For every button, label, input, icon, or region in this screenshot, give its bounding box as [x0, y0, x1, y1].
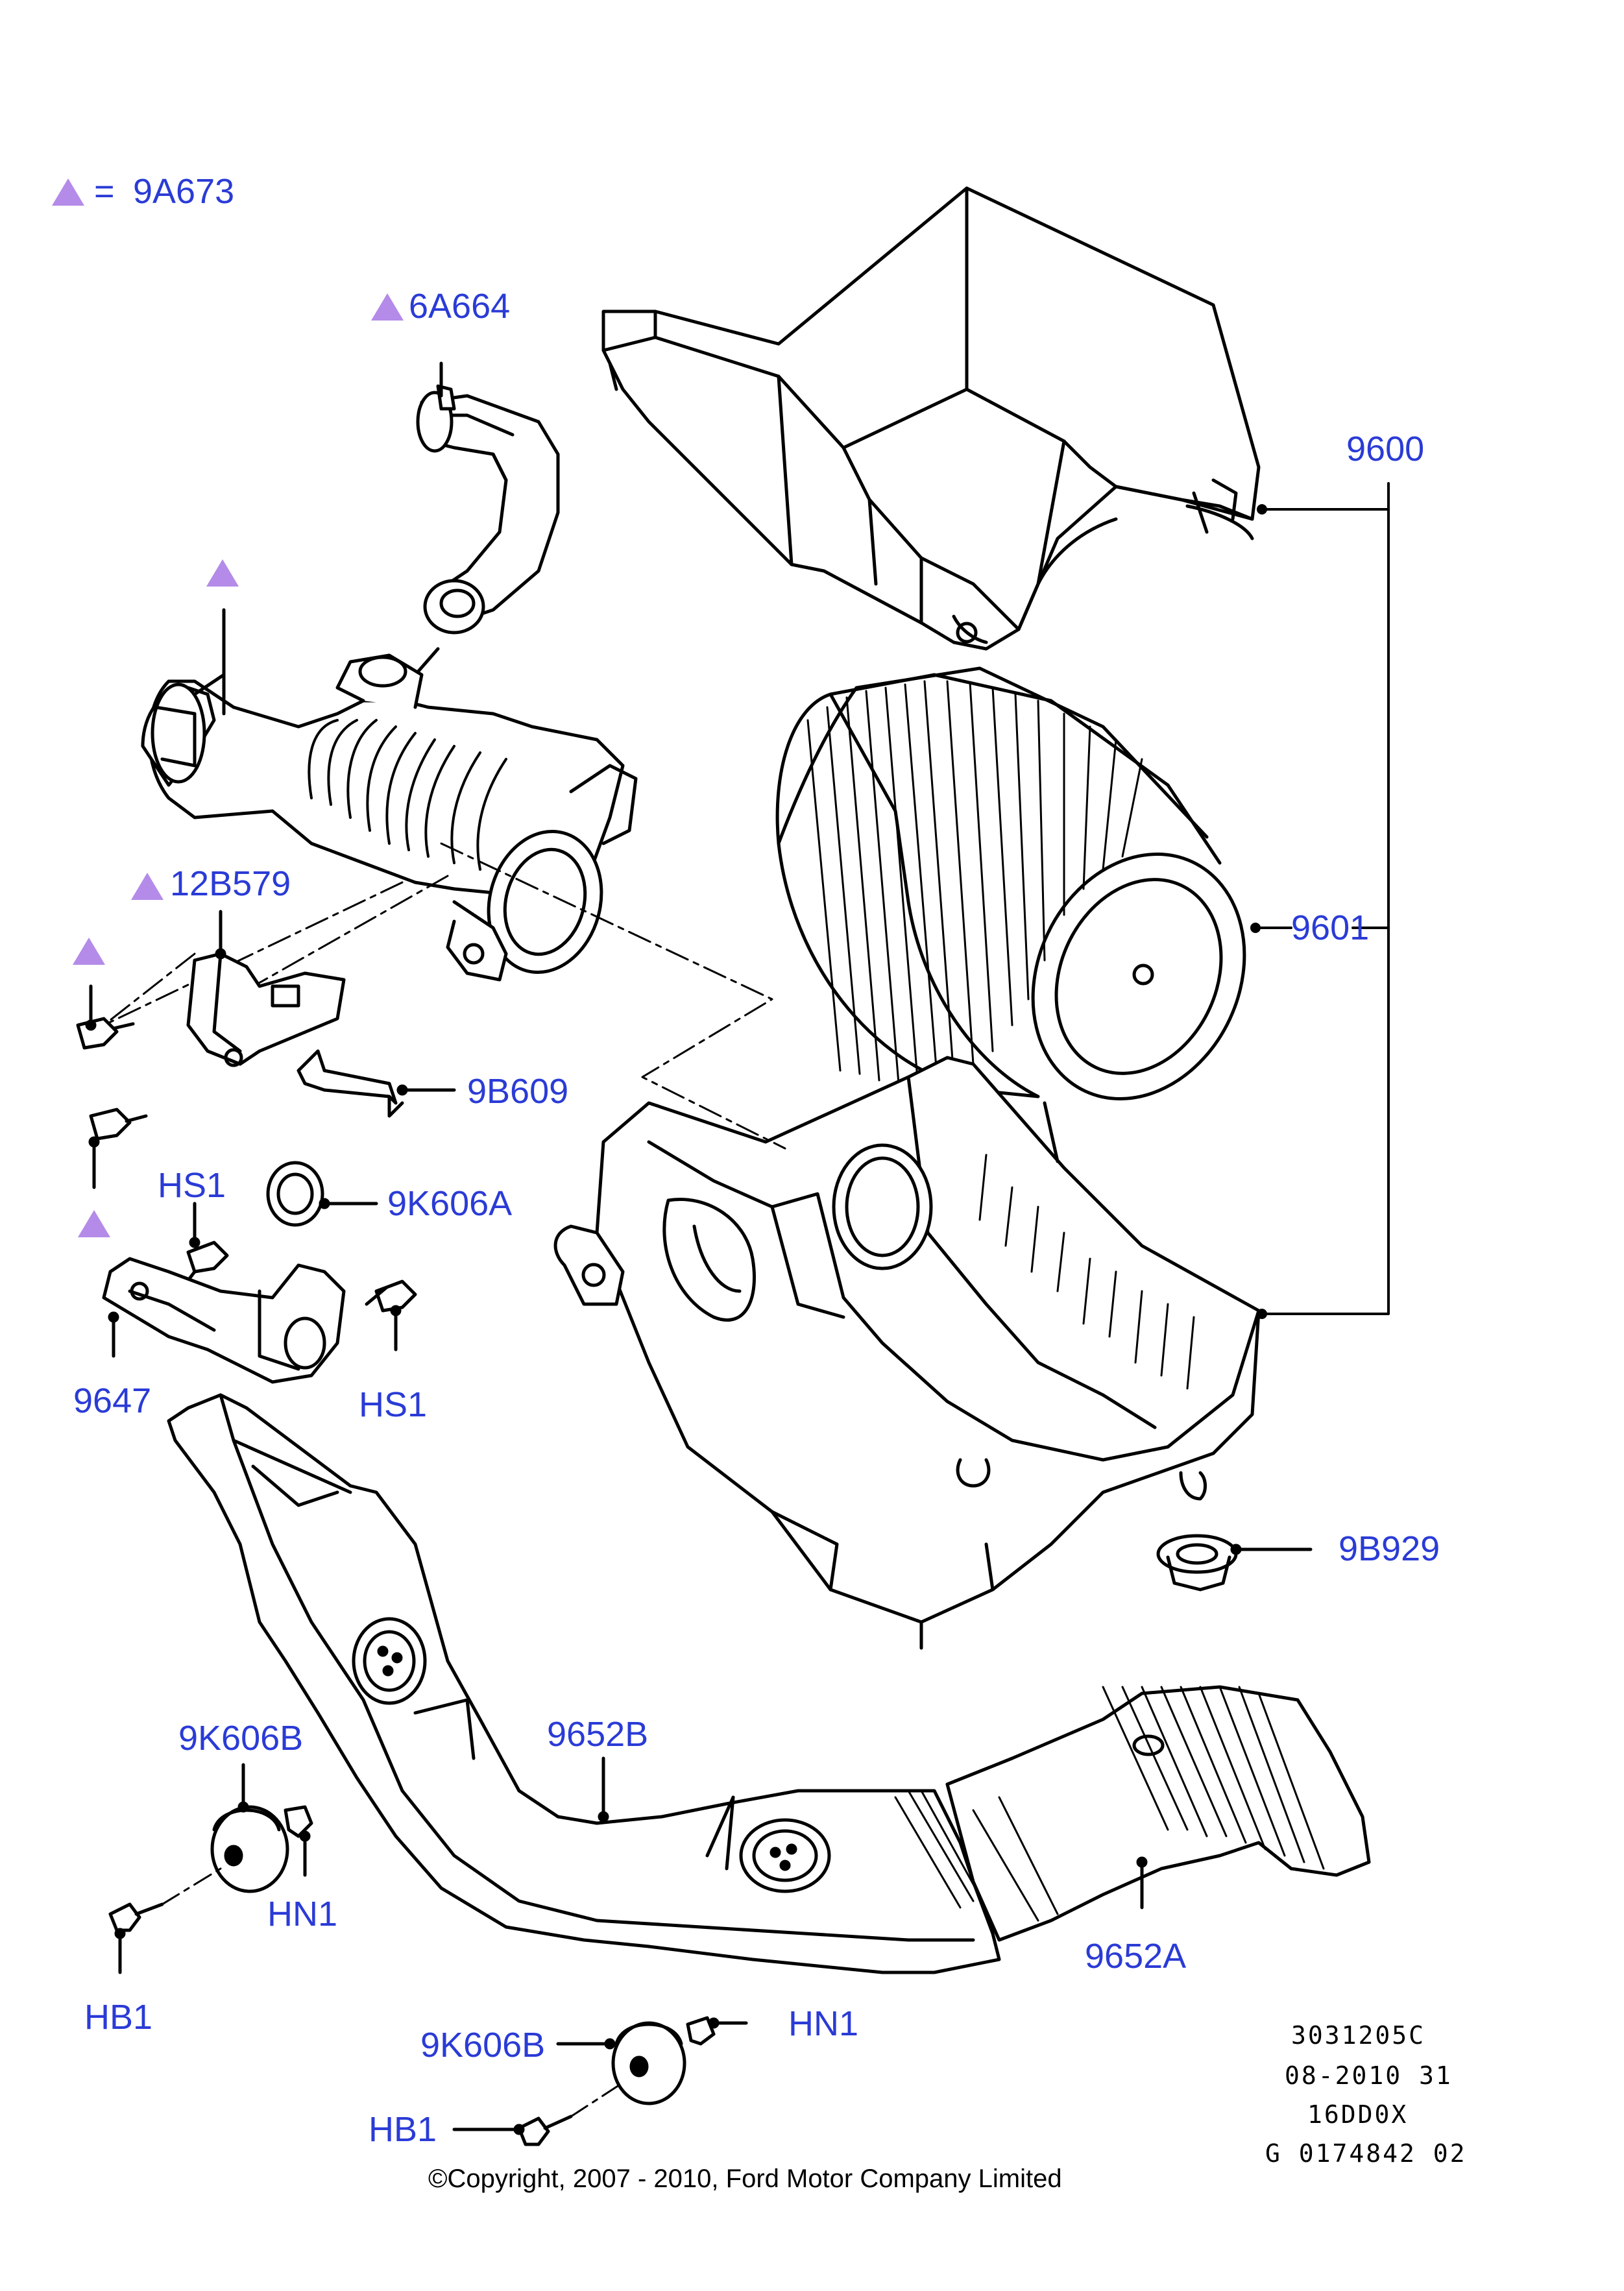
label-hn1-bottom: HN1: [788, 2004, 859, 2043]
air-cleaner-lower-box: [553, 1056, 1261, 1650]
copyright-notice: ©Copyright, 2007 - 2010, Ford Motor Comp…: [428, 2164, 1062, 2193]
legend-equals: =: [94, 172, 115, 211]
grommet-9k606b-left: [210, 1763, 289, 1893]
label-9b609: 9B609: [467, 1072, 569, 1111]
label-hb1-bottom: HB1: [369, 2110, 437, 2149]
reference-line-1: 3031205C: [1291, 2021, 1426, 2050]
callout-lines-9600: [1250, 482, 1390, 1319]
air-duct-9652a: [945, 1685, 1371, 1942]
label-6a664: 6A664: [409, 287, 511, 326]
air-intake-resonator: [141, 608, 638, 982]
grommet-9k606b-bottom: [556, 2021, 686, 2105]
label-hb1-left: HB1: [84, 1998, 153, 2037]
label-9b929: 9B929: [1339, 1529, 1440, 1568]
marker-12b579: [131, 873, 164, 900]
label-9652a: 9652A: [1085, 1937, 1187, 1976]
bolt-hb1-bottom: [452, 2081, 624, 2146]
label-9k606a: 9K606A: [387, 1184, 513, 1223]
reference-line-2: 08-2010 31: [1285, 2061, 1453, 2090]
marker-sensor-bolt-upper: [73, 938, 105, 965]
label-hs1-top: HS1: [158, 1166, 226, 1205]
label-12b579: 12B579: [170, 864, 291, 903]
label-9647: 9647: [73, 1381, 152, 1420]
reference-line-4: G 0174842 02: [1265, 2139, 1467, 2168]
label-9k606b-bottom: 9K606B: [420, 2026, 546, 2065]
bolt-hb1-left: [108, 1867, 222, 1974]
breather-hose-6a664: [413, 361, 560, 677]
legend-code: 9A673: [133, 172, 235, 211]
label-9601: 9601: [1291, 908, 1370, 947]
sensor-bolt-upper: [76, 984, 135, 1050]
label-hn1-left: HN1: [267, 1895, 338, 1933]
mount-9b929: [1156, 1534, 1313, 1592]
pin-hn1-bottom: [686, 2016, 748, 2046]
air-cleaner-cover: [601, 186, 1261, 651]
label-hs1-bottom: HS1: [359, 1385, 428, 1424]
marker-resonator: [206, 559, 239, 587]
marker-6a664: [371, 293, 404, 321]
screw-hs1-bottom: [365, 1279, 417, 1352]
maf-sensor-12b579: [186, 910, 346, 1067]
pin-hn1-left: [284, 1805, 313, 1877]
legend-triangle-marker: [52, 178, 84, 206]
reference-line-3: 16DD0X: [1307, 2100, 1409, 2129]
label-9600: 9600: [1346, 430, 1425, 468]
label-9652b: 9652B: [547, 1715, 649, 1754]
screw-hs1-top: [183, 1202, 229, 1287]
sensor-bolt-lower: [88, 1108, 148, 1189]
bracket-9647: [102, 1257, 346, 1384]
air-filter-element: [775, 666, 1246, 1100]
marker-sensor-bolt-lower: [78, 1210, 110, 1237]
bracket-9b609: [297, 1049, 456, 1118]
gasket-9k606a: [266, 1161, 378, 1227]
air-inlet-duct-9652b: [167, 1393, 1001, 1974]
label-9k606b-left: 9K606B: [178, 1719, 304, 1758]
